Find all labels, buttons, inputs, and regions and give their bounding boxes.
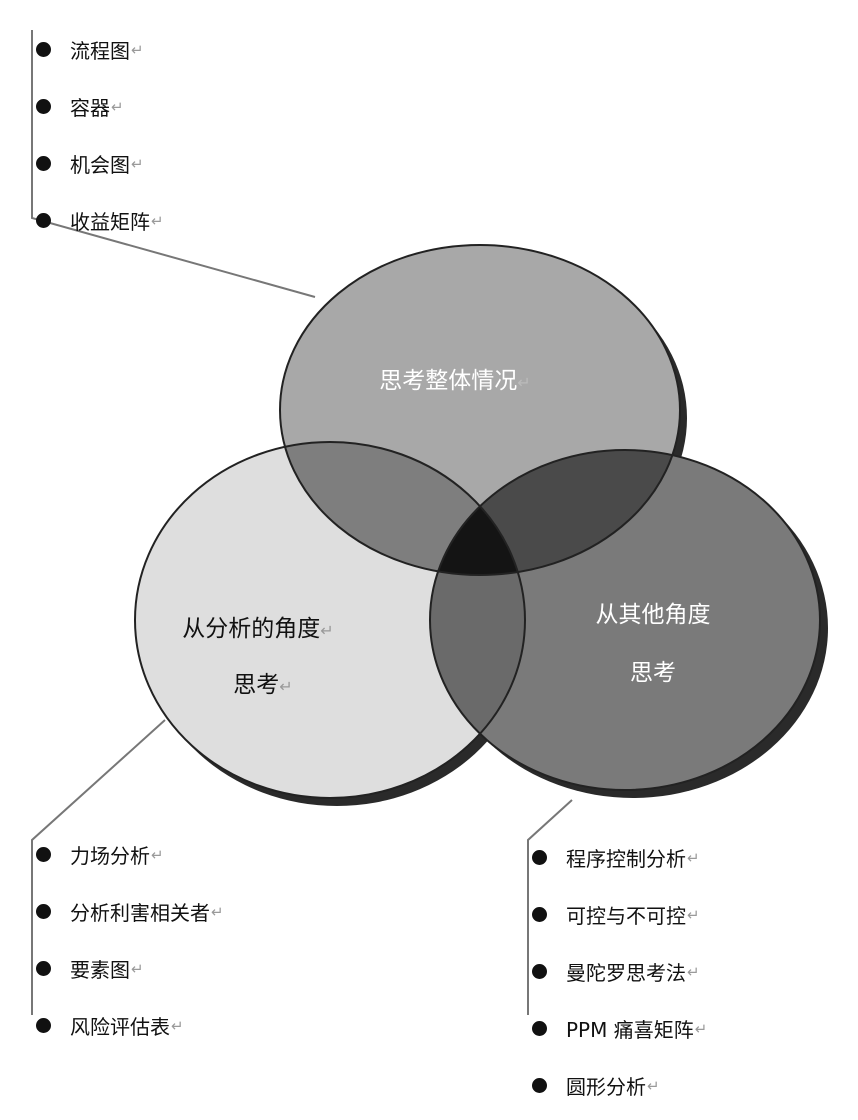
right-circle-label-line1: 从其他角度 <box>596 602 711 628</box>
list-item-label: 收益矩阵 <box>70 210 150 234</box>
return-mark-icon: ↵ <box>687 962 700 981</box>
list-item-label: 要素图 <box>70 958 130 982</box>
bullet-icon <box>36 961 51 976</box>
list-item: 收益矩阵↵ <box>36 192 164 249</box>
list-item: 风险评估表↵ <box>36 997 224 1054</box>
return-mark-icon: ↵ <box>687 905 700 924</box>
bullet-icon <box>36 904 51 919</box>
return-mark-icon: ↵ <box>131 40 144 59</box>
list-item-label: PPM 痛喜矩阵 <box>566 1018 694 1042</box>
return-mark-icon: ↵ <box>151 211 164 230</box>
left-circle-label-line2: 思考↵ <box>233 672 292 698</box>
list-item-label: 风险评估表 <box>70 1015 170 1039</box>
list-item-label: 可控与不可控 <box>566 904 686 928</box>
circle-outlines <box>134 244 821 799</box>
list-item: 程序控制分析↵ <box>532 829 707 886</box>
return-mark-icon: ↵ <box>211 902 224 921</box>
list-item-label: 分析利害相关者 <box>70 901 210 925</box>
list-item-label: 流程图 <box>70 39 130 63</box>
list-item-label: 机会图 <box>70 153 130 177</box>
right-tool-list: 程序控制分析↵可控与不可控↵曼陀罗思考法↵PPM 痛喜矩阵↵圆形分析↵ <box>532 829 707 1114</box>
left-circle-label-line1: 从分析的角度↵ <box>182 616 333 642</box>
left-tool-list: 力场分析↵分析利害相关者↵要素图↵风险评估表↵ <box>36 826 224 1054</box>
left-connector <box>31 719 166 1015</box>
list-item: 容器↵ <box>36 78 164 135</box>
right-circle-label-line2: 思考 <box>630 660 676 686</box>
bullet-icon <box>36 213 51 228</box>
list-item: 力场分析↵ <box>36 826 224 883</box>
return-mark-icon: ↵ <box>131 154 144 173</box>
bullet-icon <box>36 1018 51 1033</box>
return-mark-icon: ↵ <box>131 959 144 978</box>
bullet-icon <box>532 1021 547 1036</box>
list-item-label: 容器 <box>70 96 110 120</box>
top-circle-label: 思考整体情况↵ <box>379 368 530 394</box>
bullet-icon <box>36 42 51 57</box>
bullet-icon <box>36 847 51 862</box>
list-item: 要素图↵ <box>36 940 224 997</box>
return-mark-icon: ↵ <box>647 1076 660 1095</box>
list-item: 可控与不可控↵ <box>532 886 707 943</box>
return-mark-icon: ↵ <box>694 1019 708 1038</box>
bullet-icon <box>532 1078 547 1093</box>
list-item-label: 程序控制分析 <box>566 847 686 871</box>
bullet-icon <box>36 156 51 171</box>
bullet-icon <box>532 964 547 979</box>
list-item: PPM 痛喜矩阵↵ <box>532 1000 707 1057</box>
return-mark-icon: ↵ <box>171 1016 184 1035</box>
list-item: 流程图↵ <box>36 21 164 78</box>
top-tool-list: 流程图↵容器↵机会图↵收益矩阵↵ <box>36 21 164 249</box>
top-left-overlap <box>280 442 525 575</box>
list-item-label: 曼陀罗思考法 <box>566 961 686 985</box>
list-item: 曼陀罗思考法↵ <box>532 943 707 1000</box>
return-mark-icon: ↵ <box>151 845 164 864</box>
top-connector <box>31 30 316 298</box>
bullet-icon <box>36 99 51 114</box>
list-item: 圆形分析↵ <box>532 1057 707 1114</box>
list-item: 分析利害相关者↵ <box>36 883 224 940</box>
return-mark-icon: ↵ <box>111 97 124 116</box>
list-item-label: 圆形分析 <box>566 1075 646 1099</box>
connector-lines <box>31 30 573 1015</box>
top-right-overlap <box>430 450 680 575</box>
list-item-label: 力场分析 <box>70 844 150 868</box>
right-connector <box>527 799 573 1015</box>
list-item: 机会图↵ <box>36 135 164 192</box>
bullet-icon <box>532 907 547 922</box>
return-mark-icon: ↵ <box>687 848 700 867</box>
bullet-icon <box>532 850 547 865</box>
